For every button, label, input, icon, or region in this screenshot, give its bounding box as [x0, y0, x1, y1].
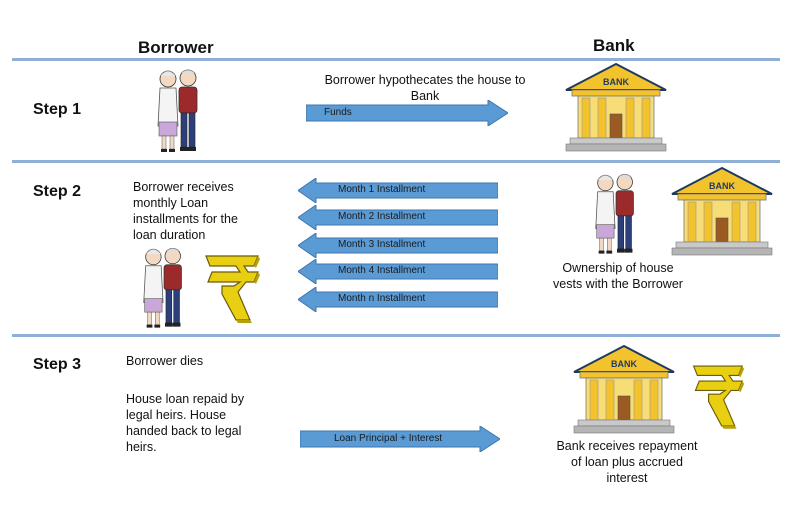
installment-arrow: Month 2 Installment: [298, 205, 498, 230]
installment-arrow-label: Month n Installment: [338, 293, 425, 304]
bank-column-header: Bank: [593, 36, 635, 56]
step3-description: House loan repaid by legal heirs. House …: [126, 391, 271, 455]
installment-arrow: Month 1 Installment: [298, 178, 498, 203]
divider-step3: [12, 334, 780, 337]
step1-label: Step 1: [33, 101, 81, 119]
bank-sign-text: BANK: [709, 181, 735, 191]
elderly-couple-icon: [150, 64, 210, 156]
rupee-icon: [688, 362, 746, 430]
bank-building-icon: BANK: [572, 344, 676, 436]
funds-arrow-label: Funds: [324, 107, 352, 118]
elderly-couple-icon: [588, 168, 646, 258]
step2-description: Borrower receives monthly Loan installme…: [133, 179, 263, 243]
divider-step2: [12, 160, 780, 163]
installment-arrow: Month 3 Installment: [298, 233, 498, 258]
step2-label: Step 2: [33, 183, 81, 201]
bank-building-icon: BANK: [564, 62, 668, 154]
bank-sign-text: BANK: [611, 359, 637, 369]
borrower-column-header: Borrower: [138, 38, 214, 58]
bank-building-icon: BANK: [670, 166, 774, 258]
bank-repayment-note: Bank receives repayment of loan plus acc…: [552, 438, 702, 486]
installment-arrow-label: Month 2 Installment: [338, 211, 425, 222]
divider-top: [12, 58, 780, 61]
funds-arrow: Funds: [306, 100, 508, 126]
installment-arrow-label: Month 4 Installment: [338, 265, 425, 276]
loan-repayment-arrow: Loan Principal + Interest: [300, 426, 500, 452]
elderly-couple-icon: [136, 242, 194, 332]
installment-arrow-label: Month 3 Installment: [338, 239, 425, 250]
ownership-note: Ownership of house vests with the Borrow…: [548, 260, 688, 292]
rupee-icon: [200, 252, 262, 324]
step3-event: Borrower dies: [126, 353, 266, 369]
installment-arrow: Month n Installment: [298, 287, 498, 312]
installment-arrow: Month 4 Installment: [298, 259, 498, 284]
installment-arrow-label: Month 1 Installment: [338, 184, 425, 195]
step3-label: Step 3: [33, 356, 81, 374]
bank-sign-text: BANK: [603, 77, 629, 87]
loan-repayment-arrow-label: Loan Principal + Interest: [334, 433, 442, 444]
